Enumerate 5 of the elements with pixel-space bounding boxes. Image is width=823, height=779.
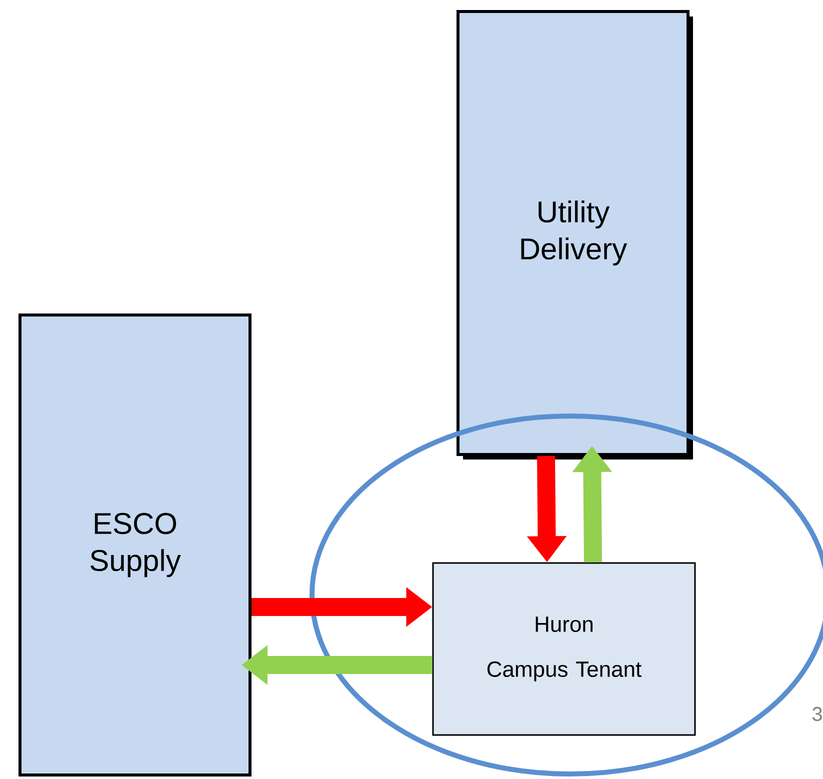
page-number: 3	[812, 706, 822, 722]
box: Utility Delivery	[456, 10, 693, 460]
ellipse-outline	[310, 414, 823, 776]
box: Huron Campus Tenant	[432, 562, 696, 736]
box: ESCO Supply	[18, 314, 252, 776]
